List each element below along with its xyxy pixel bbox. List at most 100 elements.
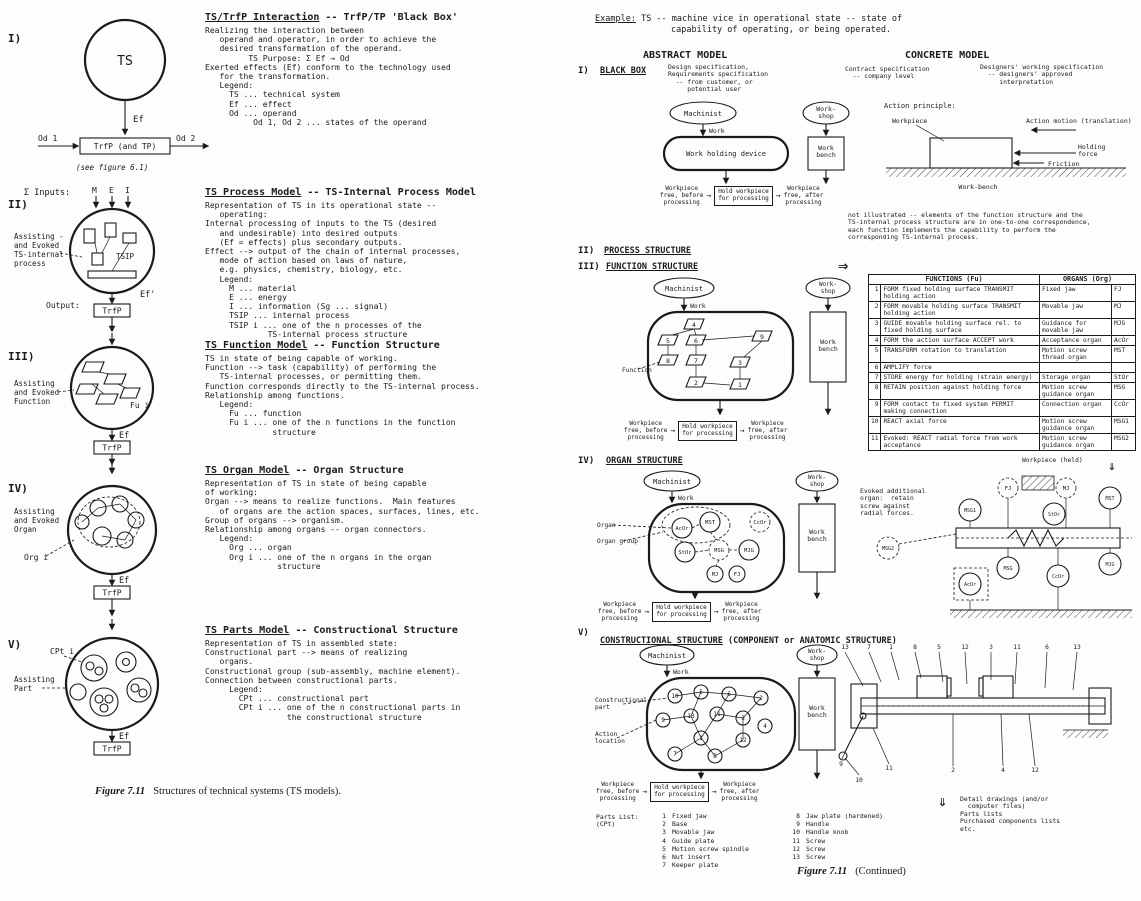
- function-table-row: 1 FORM fixed holding surface TRANSMIT ho…: [867, 284, 1136, 302]
- part-node-number: 4: [763, 723, 767, 730]
- trfp-box-label: TrfP (and TP): [94, 142, 157, 151]
- organ-group-pointer-label: Organ group: [597, 538, 638, 545]
- organ-bubble-label: CcOr: [753, 520, 767, 526]
- assisting-label-line: Assisting -: [14, 232, 64, 241]
- part-node-number: 10: [671, 693, 679, 700]
- svg-text:part: part: [595, 704, 610, 711]
- svg-text:and Evoked: and Evoked: [14, 388, 59, 397]
- ts-parts-model-diagram: CPt i Assisting Part Ef TrfP: [14, 619, 160, 756]
- workpiece-before-label: Workpiece free, before processing: [660, 185, 704, 206]
- ef-label: Ef: [133, 115, 144, 125]
- fu-i-label: Fu i: [130, 401, 149, 410]
- material-label: M: [92, 186, 97, 195]
- workbench-label: Work: [818, 144, 834, 152]
- callout-number: 4: [1001, 767, 1005, 774]
- left-section-5-heading: TS Parts Model -- Constructional Structu…: [205, 625, 458, 636]
- function-table-row: 2 FORM movable holding surface TRANSMIT …: [867, 301, 1136, 319]
- organ-bubble-label: MSG: [714, 548, 724, 554]
- left-section-1-text: TS/TrfP Interaction -- TrfP/TP 'Black Bo…: [205, 12, 565, 127]
- organ-bubble-label: MST: [705, 520, 716, 526]
- function-pointer-label: Function: [622, 367, 652, 374]
- ts-organ-model-diagram: Assisting and Evoked Organ Org i Ef TrfP: [14, 461, 158, 617]
- right-numeral-1: I): [578, 66, 589, 76]
- svg-text:Organ: Organ: [14, 525, 37, 534]
- callout-number: 9: [839, 761, 843, 768]
- flow-arrow-icon: →: [739, 425, 745, 435]
- function-number: 5: [666, 337, 670, 345]
- right-figure-caption: Figure 7.11(Continued): [797, 866, 906, 877]
- flow-arrow-icon: →: [670, 425, 676, 435]
- svg-text:location: location: [595, 738, 625, 745]
- function-number: 1: [738, 381, 742, 389]
- ef-label: Ef: [119, 431, 129, 441]
- blackbox-abstract-diagram: Machinist Work Work holding device Work-…: [662, 101, 850, 185]
- work-label: Work: [690, 302, 706, 310]
- part-node-number: 2: [759, 695, 763, 702]
- left-section-4-text: TS Organ Model -- Organ Structure Repres…: [205, 465, 565, 571]
- functions-column-header: FUNCTIONS (Fu): [868, 274, 1040, 285]
- workbench-ground-label: Work-bench: [958, 183, 997, 191]
- callout-number: 1: [889, 644, 893, 651]
- part-node-number: 13: [687, 713, 695, 720]
- organ-bubble-label: MSG2: [882, 546, 894, 552]
- organ-bubble-label: StOr: [678, 550, 692, 556]
- function-table-row: 4 FORM the action surface ACCEPT work Ac…: [867, 335, 1136, 346]
- work-holding-device-label: Work holding device: [686, 150, 766, 158]
- svg-text:TS-internal: TS-internal: [14, 250, 64, 259]
- contract-spec-note: Contract specification -- company level: [845, 65, 930, 81]
- evoked-organ-note: Evoked additional organ: retain screw ag…: [860, 487, 926, 518]
- left-section-3-heading: TS Function Model -- Function Structure: [205, 340, 440, 351]
- od2-label: Od 2: [176, 134, 195, 143]
- svg-text:shop: shop: [810, 481, 825, 488]
- left-section-3-text: TS Function Model -- Function Structure …: [205, 340, 565, 437]
- workpiece-held-label: Workpiece (held): [1022, 457, 1083, 464]
- organ-bubble-label: MSG: [1003, 566, 1012, 572]
- part-node-number: 6: [727, 691, 731, 698]
- callout-number: 11: [1013, 644, 1021, 651]
- flow-arrow-icon: →: [711, 786, 717, 796]
- right-numeral-5: V): [578, 628, 589, 638]
- organ-bubble-label: CcOr: [1052, 574, 1064, 580]
- function-number: 7: [694, 357, 698, 365]
- function-structure-diagram: Machinist Work 4 5 6 9 8 7 3 2 1 Functio…: [622, 277, 851, 416]
- function-table-row: 8 RETAIN position against holding force …: [867, 382, 1136, 400]
- constructional-part-pointer-label: Constructional: [595, 697, 647, 704]
- trfp-box-label: TrfP: [102, 307, 121, 316]
- ts-trfp-blackbox-diagram: TS Ef TrfP (and TP) Od 1 Od 2 (see figur…: [38, 18, 210, 172]
- organ-bubble-label: MJ: [1063, 486, 1070, 492]
- svg-text:bench: bench: [807, 535, 827, 543]
- holding-force-label: Holding: [1078, 143, 1105, 151]
- flow-arrow-icon: →: [713, 606, 719, 616]
- left-section-2-heading: TS Process Model -- TS-Internal Process …: [205, 187, 476, 198]
- left-numeral-1: I): [8, 32, 22, 45]
- example-text: Example: TS -- machine vice in operation…: [595, 14, 903, 35]
- function-table-row: 3 GUIDE movable holding surface rel. to …: [867, 318, 1136, 336]
- organs-column-header: ORGANS (Org): [1039, 274, 1136, 285]
- organ-bubble-label: MJG: [1105, 562, 1114, 568]
- part-node-number: 12: [739, 737, 747, 744]
- cpt-i-label: CPt i: [50, 647, 74, 656]
- workpiece-flow: Workpiece free, before processing → Hold…: [660, 185, 823, 206]
- ef-prime-label: Ef': [140, 290, 155, 300]
- machinist-label: Machinist: [684, 110, 722, 118]
- svg-text:and Evoked: and Evoked: [14, 241, 59, 250]
- parts-list-label: Parts List: (CPt): [596, 813, 639, 829]
- action-motion-label: Action motion (translation): [1026, 117, 1132, 125]
- friction-label: Friction: [1048, 160, 1079, 168]
- trfp-box-label: TrfP: [102, 745, 121, 754]
- left-section-3-body: TS in state of being capable of working.…: [205, 354, 480, 437]
- workshop-label: Work-: [808, 474, 826, 481]
- action-principle-label: Action principle:: [884, 102, 956, 110]
- left-section-2-body: Representation of TS in its operational …: [205, 201, 461, 339]
- callout-number: 12: [1031, 767, 1039, 774]
- trfp-box-label: TrfP: [102, 589, 121, 598]
- machinist-label: Machinist: [665, 285, 703, 293]
